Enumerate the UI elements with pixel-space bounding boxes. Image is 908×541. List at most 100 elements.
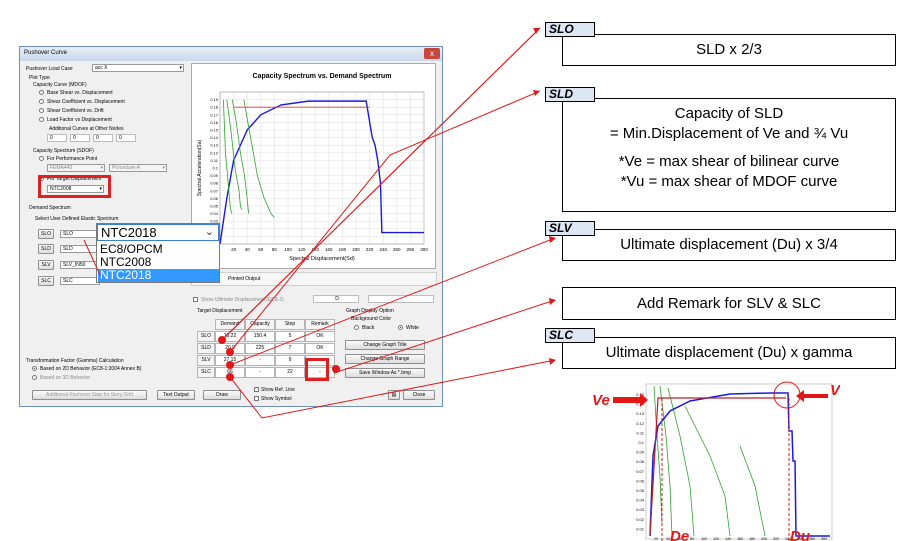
table-cell: 22	[275, 367, 305, 378]
y-tick-label: 0.07	[210, 188, 219, 193]
mini-x-tick-label: 80	[690, 537, 694, 541]
text-output-button[interactable]: Text Output	[157, 390, 195, 400]
d-box[interactable]: D	[313, 295, 359, 303]
series-line	[223, 99, 232, 214]
dropdown-selected[interactable]: NTC2018⌄	[97, 224, 219, 241]
table-cell: 150.4	[245, 331, 275, 342]
ntc-highlight	[38, 175, 111, 198]
dropdown-option[interactable]: NTC2008	[100, 255, 152, 269]
fema-value: FEMA440	[50, 165, 73, 171]
mini-x-tick-label: 220	[773, 537, 779, 541]
dropdown-option[interactable]: EC8/OPCM	[100, 242, 163, 256]
mini-bilinear	[649, 397, 786, 537]
y-tick-label: 0.15	[210, 128, 219, 133]
print-icon[interactable]: ▤	[388, 390, 400, 400]
curve-option-radio[interactable]	[39, 99, 44, 104]
perf-point-radio[interactable]	[39, 156, 44, 161]
dropdown-selected-text: NTC2018	[101, 225, 157, 240]
mini-y-tick-label: 0.12	[636, 421, 645, 426]
black-radio[interactable]	[354, 325, 359, 330]
chart-svg: Capacity Spectrum vs. Demand Spectrum 0.0…	[197, 73, 428, 262]
spectrum-slo-button[interactable]: SLO	[38, 229, 54, 239]
y-tick-label: 0.19	[210, 97, 219, 102]
callout-text: Add Remark for SLV & SLC	[637, 295, 821, 312]
curve-option-radio[interactable]	[39, 117, 44, 122]
perf-point-label: For Performance Point	[47, 156, 98, 162]
code-select[interactable]: NTC2008▾	[47, 185, 104, 193]
d-value-box[interactable]	[368, 295, 434, 303]
close-icon[interactable]: x	[424, 48, 440, 59]
plot-type-label: Plot Type	[29, 75, 50, 81]
series-line	[231, 99, 249, 214]
transformation-label: Transformation Factor (Gamma) Calculatio…	[26, 358, 124, 364]
procedure-value: Procedure-A	[112, 165, 141, 171]
mini-y-tick-label: 0.07	[636, 469, 645, 474]
mini-x-tick-label: 20	[654, 537, 658, 541]
table-cell: -	[245, 355, 275, 366]
show-ultimate-label: Show Ultimate Displacement (EC8-2)	[201, 297, 284, 303]
curve-option-radio[interactable]	[39, 90, 44, 95]
callout-slo-tag: SLO	[545, 22, 595, 37]
change-range-button[interactable]: Change Graph Range	[345, 354, 425, 364]
white-label: White	[406, 325, 419, 331]
y-tick-label: 0.12	[210, 150, 219, 155]
mini-x-tick-label: 120	[713, 537, 719, 541]
table-cell: 7	[275, 343, 305, 354]
y-tick-label: 0.09	[210, 173, 219, 178]
dialog-title: Pushover Curve	[20, 47, 442, 61]
mini-y-tick-label: 0.1	[638, 440, 644, 445]
mini-y-tick-label: 0.02	[636, 517, 645, 522]
demand-spectrum-label: Demand Spectrum	[29, 205, 71, 211]
spectrum-slv-button[interactable]: SLV	[38, 260, 54, 270]
procedure-select[interactable]: Procedure-A▾	[109, 164, 167, 172]
spectrum-slc-button[interactable]: SLC	[38, 276, 54, 286]
load-case-select[interactable]: acc X▾	[92, 64, 184, 72]
gamma-2d-radio[interactable]	[32, 366, 37, 371]
capacity-spectrum-label: Capacity Spectrum (SDOF)	[33, 148, 94, 154]
show-ultimate-checkbox[interactable]	[193, 297, 198, 302]
table-cell: OK	[305, 331, 335, 342]
node-box[interactable]: 0	[116, 134, 136, 142]
dropdown-option-selected[interactable]: NTC2018	[98, 269, 219, 282]
mini-x-tick-label: 100	[701, 537, 707, 541]
y-tick-label: 0.1	[212, 166, 218, 171]
callout-slc-box: Ultimate displacement (Du) x gamma	[562, 337, 896, 369]
mini-y-tick-label: 0.06	[636, 478, 645, 483]
show-ref-line-checkbox[interactable]	[254, 387, 259, 392]
series-line	[243, 99, 275, 218]
mini-y-tick-label: 0.01	[636, 526, 645, 531]
show-ref-line-label: Show Ref. Line	[261, 387, 295, 393]
y-tick-label: 0.04	[210, 211, 219, 216]
code-dropdown[interactable]: NTC2018⌄ EC8/OPCM NTC2008 NTC2018	[96, 223, 220, 283]
gamma-2d-label: Based on 2D Behavior (EC8-1:2004 Annex B…	[40, 366, 142, 372]
mini-y-tick-label: 0.11	[637, 430, 645, 435]
target-disp-label: For Target Displacement	[47, 176, 102, 182]
remark-highlight	[305, 358, 329, 381]
white-radio[interactable]	[398, 325, 403, 330]
callout-sld-tag: SLD	[545, 87, 595, 102]
change-title-button[interactable]: Change Graph Title	[345, 340, 425, 350]
x-tick-label: 120	[298, 247, 306, 252]
curve-option-radio[interactable]	[39, 108, 44, 113]
gamma-3d-radio[interactable]	[32, 375, 37, 380]
node-box[interactable]: 0	[47, 134, 67, 142]
chevron-down-icon: ▾	[99, 186, 102, 192]
fema-select[interactable]: FEMA440▾	[47, 164, 105, 172]
x-tick-label: 280	[407, 247, 415, 252]
y-tick-label: 0.13	[210, 143, 219, 148]
additional-step-button[interactable]: Additional Pushover Step for Story Drift	[32, 390, 147, 400]
node-box[interactable]: 0	[70, 134, 90, 142]
x-tick-label: 240	[379, 247, 387, 252]
close-button[interactable]: Close	[403, 390, 435, 400]
show-symbol-checkbox[interactable]	[254, 396, 259, 401]
save-window-button[interactable]: Save Window As *.bmp	[345, 368, 425, 378]
de-label: De	[670, 528, 689, 541]
chart-title: Capacity Spectrum vs. Demand Spectrum	[253, 73, 392, 80]
mini-x-tick-label: 40	[666, 537, 670, 541]
draw-button[interactable]: Draw	[203, 390, 241, 400]
x-tick-label: 100	[284, 247, 292, 252]
node-box[interactable]: 0	[93, 134, 113, 142]
row-label: SLV	[197, 355, 215, 366]
spectrum-sld-button[interactable]: SLD	[38, 244, 54, 254]
